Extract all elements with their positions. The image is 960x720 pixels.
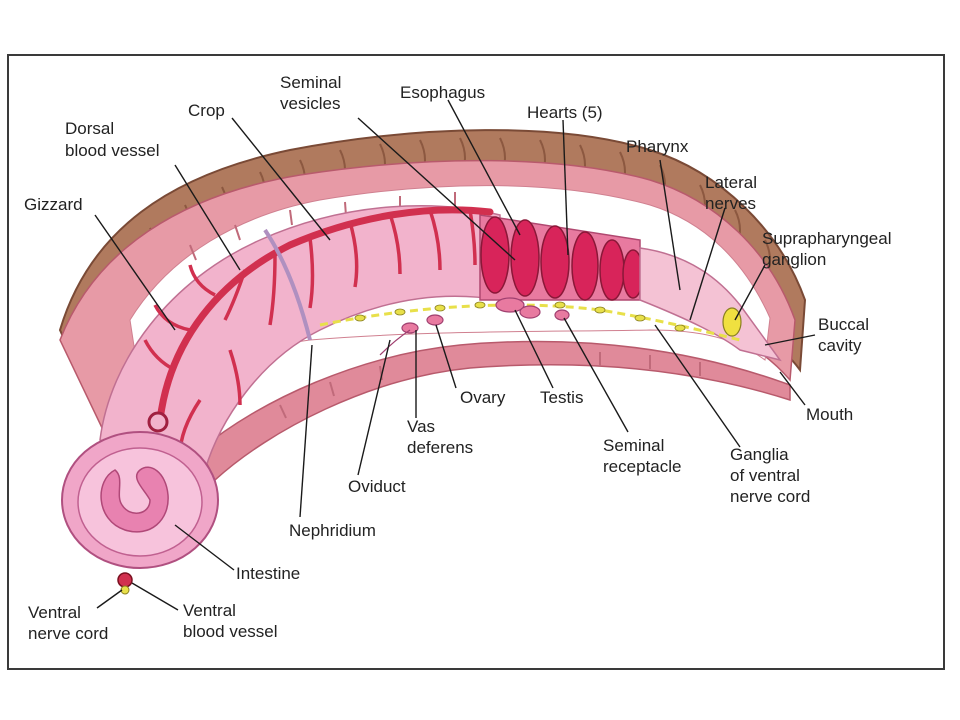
leader-lines	[94, 99, 816, 611]
nerve-ganglia	[354, 301, 686, 332]
label-seminal-receptacle: Seminal receptacle	[603, 436, 681, 476]
label-ganglia-ventral-nerve-cord: Ganglia of ventral nerve cord	[730, 445, 810, 506]
label-gizzard: Gizzard	[24, 195, 83, 214]
label-intestine: Intestine	[236, 564, 300, 583]
label-hearts: Hearts (5)	[527, 103, 603, 122]
label-esophagus: Esophagus	[400, 83, 485, 102]
body-wall-lower	[199, 340, 791, 482]
label-seminal-vesicles: Seminal vesicles	[280, 73, 346, 113]
septa	[189, 192, 701, 419]
label-buccal-cavity: Buccal cavity	[818, 315, 874, 355]
label-ventral-nerve-cord: Ventral nerve cord	[28, 603, 108, 643]
label-crop: Crop	[188, 101, 225, 120]
esophagus-hearts	[479, 214, 644, 301]
label-mouth: Mouth	[806, 405, 853, 424]
label-ventral-blood-vessel: Ventral blood vessel	[183, 601, 278, 641]
suprapharyngeal-ganglion	[722, 307, 742, 337]
label-dorsal-blood-vessel: Dorsal blood vessel	[65, 119, 160, 160]
label-suprapharyngeal-ganglion: Suprapharyngeal ganglion	[762, 229, 896, 269]
nephridium	[263, 228, 312, 341]
label-pharynx: Pharynx	[626, 137, 689, 156]
label-ovary: Ovary	[460, 388, 506, 407]
label-vas-deferens: Vas deferens	[407, 417, 473, 457]
pharynx	[639, 247, 782, 362]
intestine-cross-section	[61, 431, 219, 595]
label-lateral-nerves: Lateral nerves	[705, 173, 762, 213]
reproductive-organs	[379, 297, 570, 356]
label-nephridium: Nephridium	[289, 521, 376, 540]
vessel-cross-section	[147, 411, 169, 433]
label-testis: Testis	[540, 388, 583, 407]
label-oviduct: Oviduct	[348, 477, 406, 496]
